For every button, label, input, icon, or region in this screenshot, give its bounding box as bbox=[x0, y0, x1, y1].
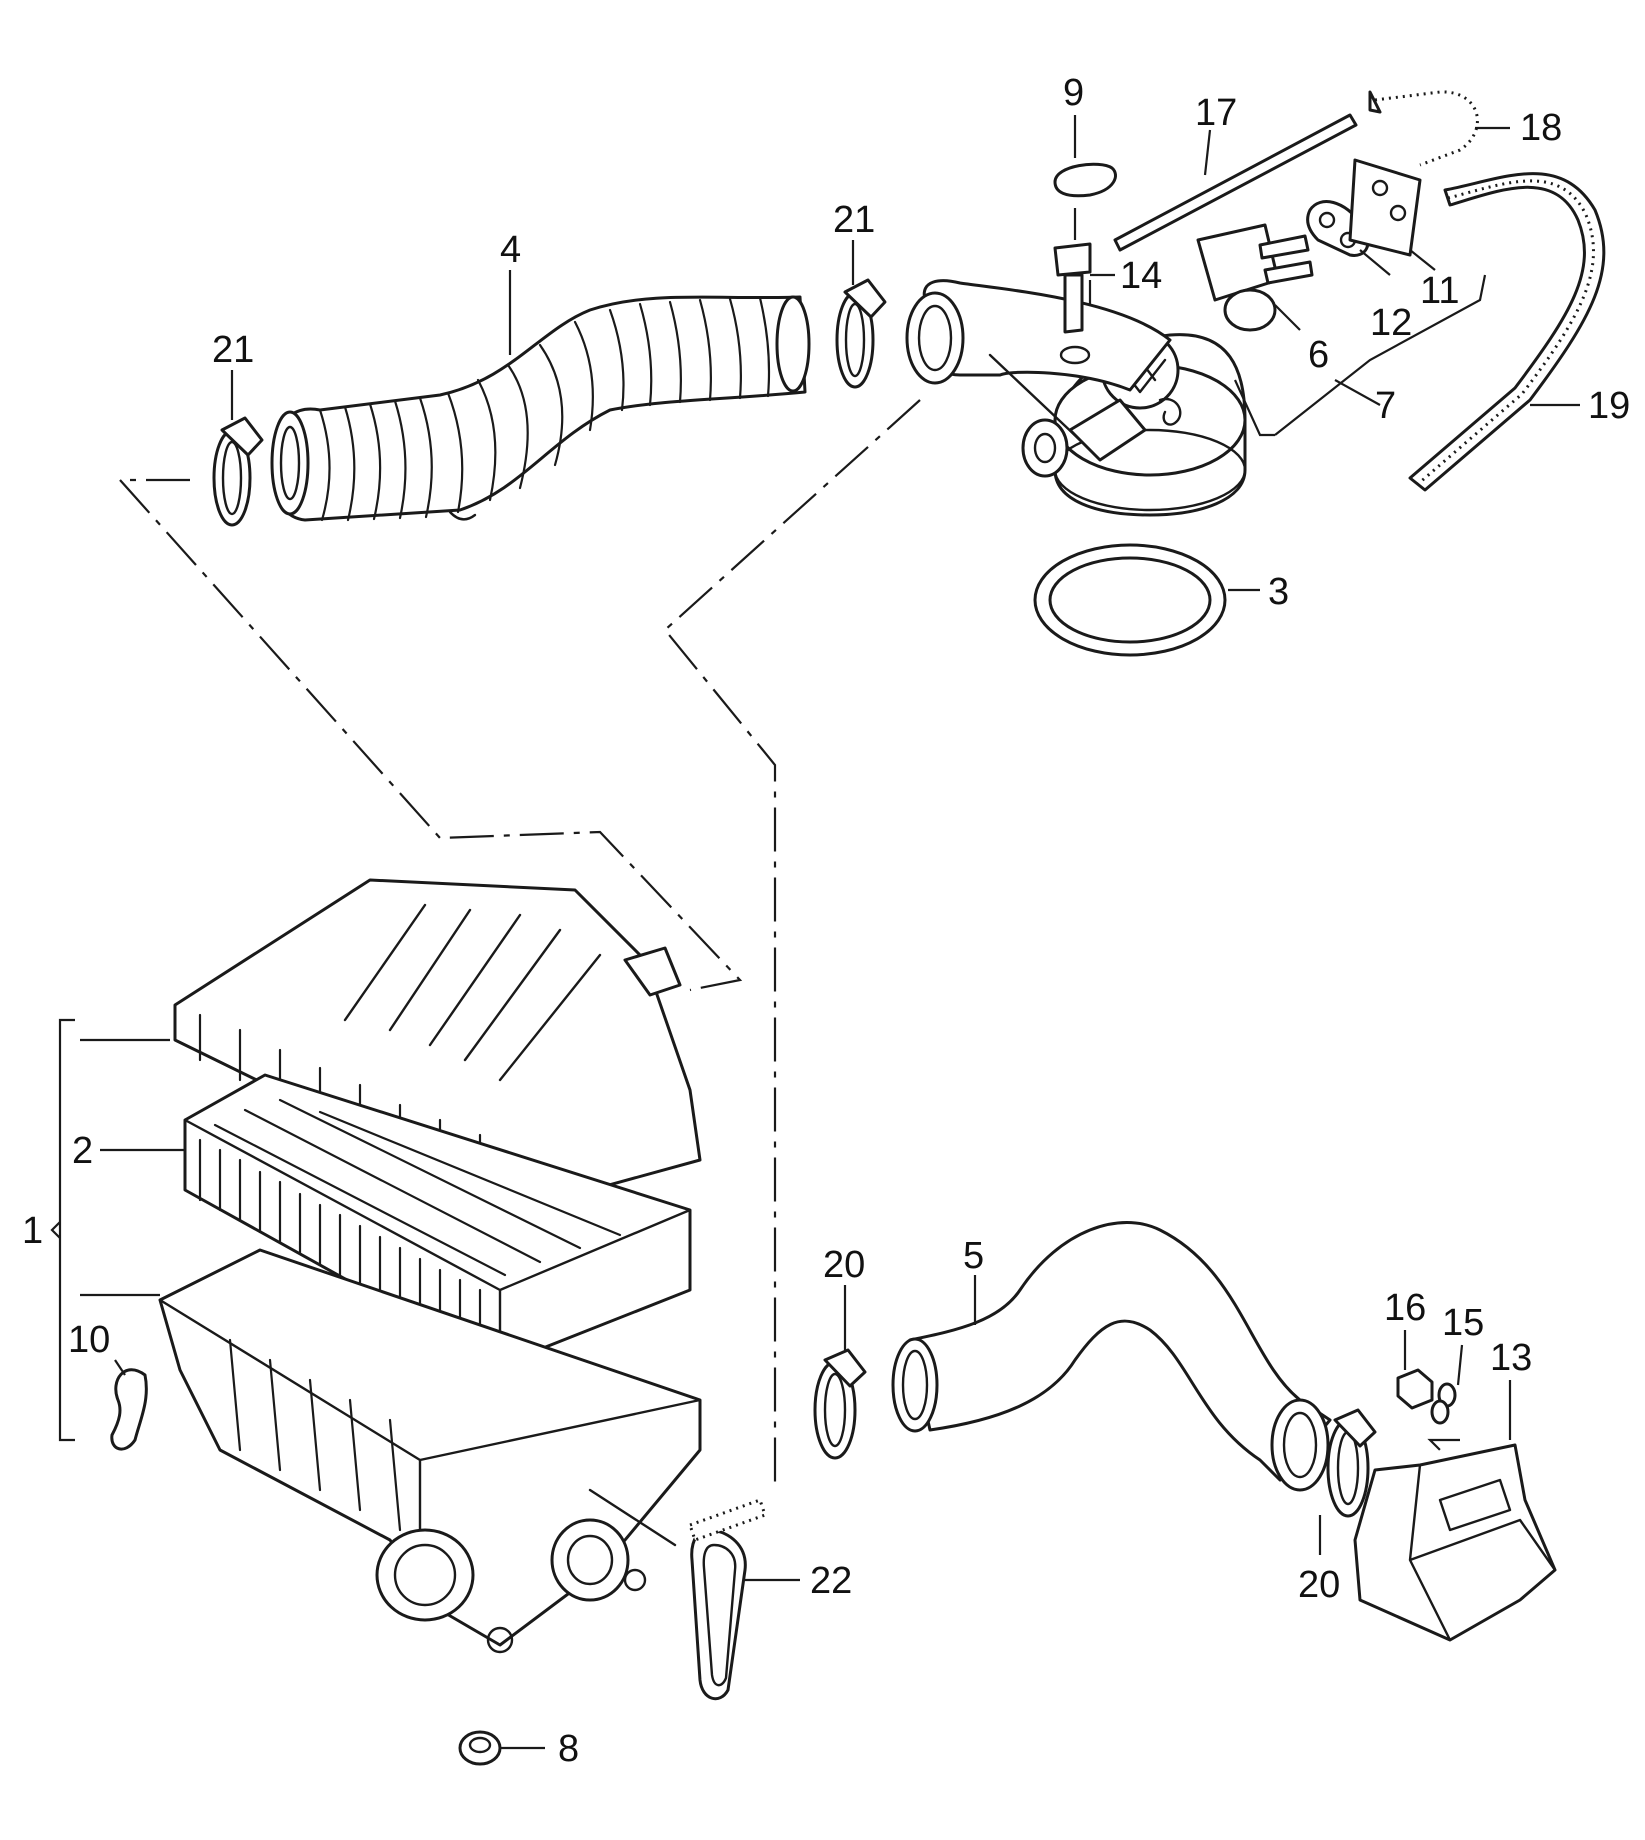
callout-3: 3 bbox=[1268, 571, 1289, 613]
outlet-hose-part-5 bbox=[891, 1221, 1332, 1492]
grommet-part-8 bbox=[458, 1730, 502, 1766]
hose-part-19 bbox=[1408, 172, 1606, 492]
washer-part-15 bbox=[1430, 1382, 1457, 1425]
hose-clamp-part-21-right bbox=[835, 278, 887, 389]
callout-5: 5 bbox=[963, 1235, 984, 1277]
air-housing-part-7 bbox=[905, 279, 1247, 517]
callout-12: 12 bbox=[1370, 302, 1412, 344]
callout-20-right: 20 bbox=[1298, 1564, 1340, 1606]
callout-11: 11 bbox=[1420, 270, 1459, 312]
clip-part-10 bbox=[110, 1368, 148, 1451]
callout-14: 14 bbox=[1120, 255, 1162, 297]
callout-13: 13 bbox=[1490, 1337, 1532, 1379]
callout-19: 19 bbox=[1588, 385, 1630, 427]
filter-housing-upper bbox=[173, 878, 702, 1217]
nut-part-16 bbox=[1396, 1368, 1434, 1410]
leader-lines bbox=[50, 115, 1580, 1750]
callout-labels: 1 2 3 4 5 6 7 8 9 10 11 12 13 14 15 16 1… bbox=[22, 72, 1630, 1770]
hose-part-18 bbox=[1368, 90, 1479, 167]
hose-clamp-part-20-left bbox=[813, 1348, 867, 1460]
cap-part-9 bbox=[1053, 162, 1117, 198]
callout-4: 4 bbox=[500, 229, 521, 271]
duct-part-13 bbox=[1353, 1443, 1557, 1642]
callout-1: 1 bbox=[22, 1210, 43, 1252]
mounting-plate-part-11 bbox=[1348, 158, 1422, 257]
small-vent-hose bbox=[688, 1498, 767, 1542]
callout-16: 16 bbox=[1384, 1287, 1426, 1329]
intake-hose-part-4 bbox=[270, 295, 811, 522]
filter-housing-lower bbox=[158, 1248, 702, 1654]
callout-18: 18 bbox=[1520, 107, 1562, 149]
callout-10: 10 bbox=[68, 1319, 110, 1361]
callout-2: 2 bbox=[72, 1130, 93, 1172]
gasket-part-22 bbox=[690, 1527, 747, 1701]
callout-7: 7 bbox=[1375, 385, 1396, 427]
bolt-part-14 bbox=[1053, 242, 1092, 365]
callout-6: 6 bbox=[1308, 334, 1329, 376]
callout-15: 15 bbox=[1442, 1302, 1484, 1344]
sensor-part-6 bbox=[1196, 223, 1314, 332]
callout-21-right: 21 bbox=[833, 199, 875, 241]
callout-22: 22 bbox=[810, 1560, 852, 1602]
hose-clamp-part-20-right bbox=[1326, 1408, 1377, 1518]
hose-clamp-part-21-left bbox=[212, 416, 264, 527]
callout-9: 9 bbox=[1063, 72, 1084, 114]
hose-part-17 bbox=[1113, 113, 1358, 252]
sealing-ring-part-3 bbox=[1033, 543, 1227, 657]
callout-17: 17 bbox=[1195, 92, 1237, 134]
callout-20-left: 20 bbox=[823, 1244, 865, 1286]
callout-8: 8 bbox=[558, 1728, 579, 1770]
callout-21-left: 21 bbox=[212, 329, 254, 371]
